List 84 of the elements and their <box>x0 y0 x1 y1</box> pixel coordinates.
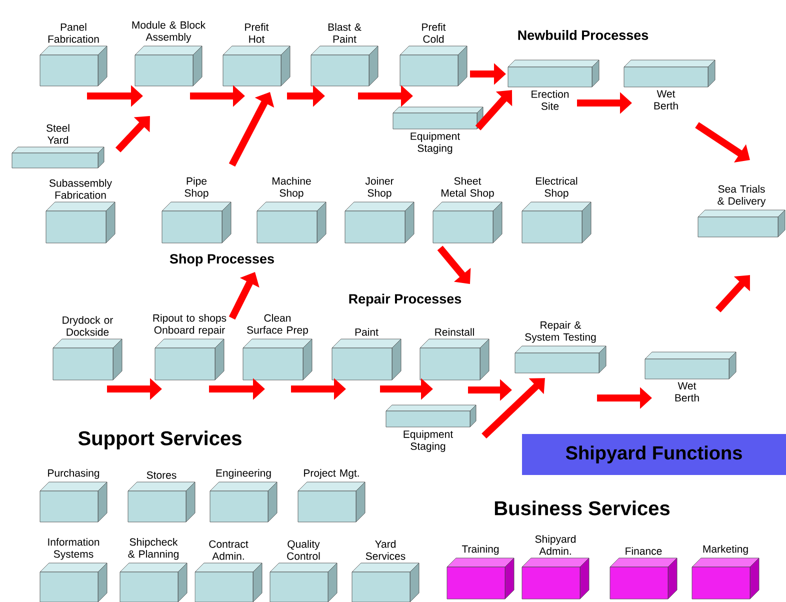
process-box: Pipe Shop <box>162 177 232 244</box>
process-box: Sheet Metal Shop <box>432 177 502 244</box>
process-box: Erection Site <box>508 60 600 110</box>
process-box: Stores <box>128 471 196 522</box>
node-label: Drydock or Dockside <box>62 316 113 336</box>
arrow <box>715 275 750 312</box>
node-label: Contract Admin. <box>209 540 248 560</box>
process-box: Blast & Paint <box>310 23 378 86</box>
node-label: Shipyard Admin. <box>535 535 576 555</box>
process-box: Ripout to shops Onboard repair <box>153 314 226 380</box>
section-heading: Newbuild Processes <box>518 30 648 40</box>
process-box: Equipment Staging <box>386 404 476 452</box>
process-box: Joiner Shop <box>344 177 414 244</box>
process-box: Steel Yard <box>12 124 104 168</box>
section-heading: Business Services <box>494 500 670 516</box>
node-label: Equipment Staging <box>404 430 454 452</box>
node-label: Training <box>462 545 499 555</box>
node-label: Steel Yard <box>46 124 70 144</box>
process-box: Prefit Hot <box>222 23 290 86</box>
process-box: Marketing <box>692 545 760 600</box>
process-box: Shipcheck & Planning <box>120 538 188 602</box>
node-label: Electrical Shop <box>536 177 578 199</box>
process-box: Prefit Cold <box>400 23 468 86</box>
node-label: Shipcheck & Planning <box>128 538 178 560</box>
node-label: Finance <box>626 547 662 555</box>
section-heading: Repair Processes <box>349 294 462 306</box>
process-box: Wet Berth <box>624 60 716 110</box>
process-box: Quality Control <box>270 540 338 602</box>
node-label: Blast & Paint <box>328 23 362 43</box>
node-label: Joiner Shop <box>365 177 394 199</box>
node-label: Reinstall <box>435 328 474 336</box>
process-box: Shipyard Admin. <box>522 535 590 600</box>
process-box: Equipment Staging <box>392 106 484 154</box>
node-label: Information Systems <box>48 538 100 560</box>
node-label: Engineering <box>216 469 271 479</box>
process-box: Drydock or Dockside <box>52 316 122 380</box>
node-label: Clean Surface Prep <box>247 314 308 336</box>
node-label: Marketing <box>703 545 748 555</box>
process-box: Sea Trials & Delivery <box>698 185 786 238</box>
node-label: Stores <box>146 471 176 479</box>
process-box: Purchasing <box>40 469 108 522</box>
arrow <box>115 116 150 152</box>
process-box: Electrical Shop <box>522 177 592 244</box>
node-label: Yard Services <box>366 540 406 560</box>
node-label: Erection Site <box>532 90 569 110</box>
node-label: Purchasing <box>48 469 100 479</box>
node-label: Panel Fabrication <box>48 23 99 43</box>
arrow <box>482 378 545 439</box>
node-label: Sheet Metal Shop <box>442 177 494 199</box>
process-box: Yard Services <box>352 540 420 602</box>
process-box: Repair & System Testing <box>514 321 606 374</box>
process-box: Reinstall <box>420 328 490 380</box>
node-label: Wet Berth <box>654 90 678 110</box>
node-label: Module & Block Assembly <box>132 21 206 43</box>
node-label: Prefit Hot <box>245 23 269 43</box>
process-box: Finance <box>610 547 678 600</box>
process-box: Panel Fabrication <box>40 23 108 86</box>
process-box: Project Mgt. <box>298 469 366 522</box>
section-heading: Support Services <box>78 430 242 450</box>
node-label: Wet Berth <box>675 382 699 402</box>
node-label: Quality Control <box>287 540 320 560</box>
process-box: Clean Surface Prep <box>242 314 312 380</box>
section-heading: Shop Processes <box>170 254 274 266</box>
process-box: Paint <box>332 328 402 380</box>
node-label: Ripout to shops Onboard repair <box>153 314 226 336</box>
node-label: Project Mgt. <box>304 469 359 479</box>
process-box: Machine Shop <box>256 177 326 244</box>
node-label: Pipe Shop <box>184 177 208 199</box>
node-label: Prefit Cold <box>422 23 446 43</box>
process-box: Engineering <box>210 469 278 522</box>
process-box: Information Systems <box>40 538 108 602</box>
title-banner: Shipyard Functions <box>522 434 786 475</box>
node-label: Sea Trials & Delivery <box>718 185 766 207</box>
node-label: Subassembly Fabrication <box>49 179 112 199</box>
process-box: Subassembly Fabrication <box>46 179 116 244</box>
process-box: Contract Admin. <box>194 540 262 602</box>
arrow <box>475 90 512 130</box>
node-label: Equipment Staging <box>410 132 460 154</box>
node-label: Machine Shop <box>272 177 311 199</box>
node-label: Paint <box>355 328 378 336</box>
process-box: Wet Berth <box>644 352 736 402</box>
process-box: Training <box>446 545 514 600</box>
process-box: Module & Block Assembly <box>132 21 206 86</box>
node-label: Repair & System Testing <box>525 321 596 343</box>
